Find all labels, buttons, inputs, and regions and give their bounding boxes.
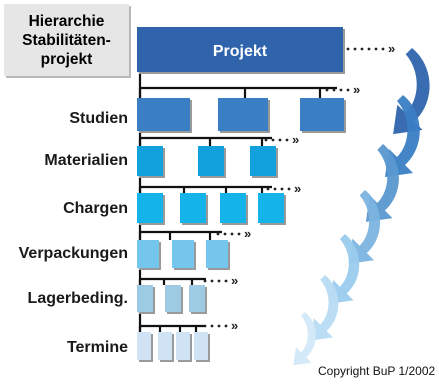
- continuation-dots-verpackungen: »: [216, 226, 251, 241]
- continuation-dots-materialien: »: [264, 132, 299, 147]
- svg-text:»: »: [231, 318, 238, 333]
- lagerbeding-box-2: [189, 285, 205, 312]
- cascade-arrow-1: [393, 48, 430, 135]
- svg-text:»: »: [231, 273, 238, 288]
- cascade-arrow-6: [310, 275, 339, 341]
- lagerbeding-box-0: [137, 285, 153, 312]
- chargen-box-0: [137, 193, 163, 223]
- copyright-text: Copyright BuP 1/2002: [318, 364, 436, 378]
- chargen-box-1: [180, 193, 206, 223]
- studien-box-0: [137, 98, 190, 131]
- continuation-dots-projekt: »: [346, 41, 395, 56]
- title-line-3: projekt: [40, 50, 93, 68]
- svg-text:»: »: [294, 181, 301, 196]
- termine-box-3: [194, 332, 208, 360]
- title-box: Hierarchie Stabilitäten- projekt: [4, 4, 129, 76]
- level-label-lagerbeding: Lagerbeding.: [27, 290, 128, 307]
- chargen-box-3: [258, 193, 284, 223]
- verpackungen-box-0: [137, 240, 159, 268]
- title-line-2: Stabilitäten-: [22, 31, 111, 49]
- materialien-box-2: [250, 146, 276, 176]
- verpackungen-box-1: [172, 240, 194, 268]
- chargen-box-2: [220, 193, 246, 223]
- termine-box-1: [158, 332, 172, 360]
- level-label-chargen: Chargen: [63, 200, 128, 217]
- level-label-materialien: Materialien: [44, 152, 128, 169]
- continuation-dots-chargen: »: [266, 181, 301, 196]
- level-label-verpackungen: Verpackungen: [18, 245, 128, 262]
- cascade-arrow-3: [365, 144, 399, 222]
- root-box: [137, 27, 343, 72]
- cascade-arrow-7: [293, 312, 316, 366]
- title-line-1: Hierarchie: [28, 12, 105, 30]
- cascade-arrow-5: [329, 234, 360, 304]
- continuation-dots-lagerbeding: »: [203, 273, 238, 288]
- continuation-dots-termine: »: [203, 318, 238, 333]
- cascade-arrow-4: [348, 190, 381, 264]
- termine-box-2: [176, 332, 190, 360]
- svg-text:»: »: [292, 132, 299, 147]
- continuation-dots-studien: »: [325, 82, 360, 97]
- lagerbeding-box-1: [165, 285, 181, 312]
- svg-text:»: »: [353, 82, 360, 97]
- materialien-box-1: [198, 146, 224, 176]
- level-label-studien: Studien: [69, 110, 128, 127]
- materialien-box-0: [137, 146, 163, 176]
- studien-box-1: [218, 98, 268, 131]
- cascade-arrow-2: [385, 95, 420, 177]
- termine-box-0: [137, 332, 151, 360]
- svg-text:»: »: [244, 226, 251, 241]
- level-label-termine: Termine: [66, 339, 128, 356]
- verpackungen-box-2: [206, 240, 228, 268]
- svg-text:»: »: [388, 41, 395, 56]
- root-label: Projekt: [213, 43, 268, 60]
- studien-box-2: [300, 98, 344, 131]
